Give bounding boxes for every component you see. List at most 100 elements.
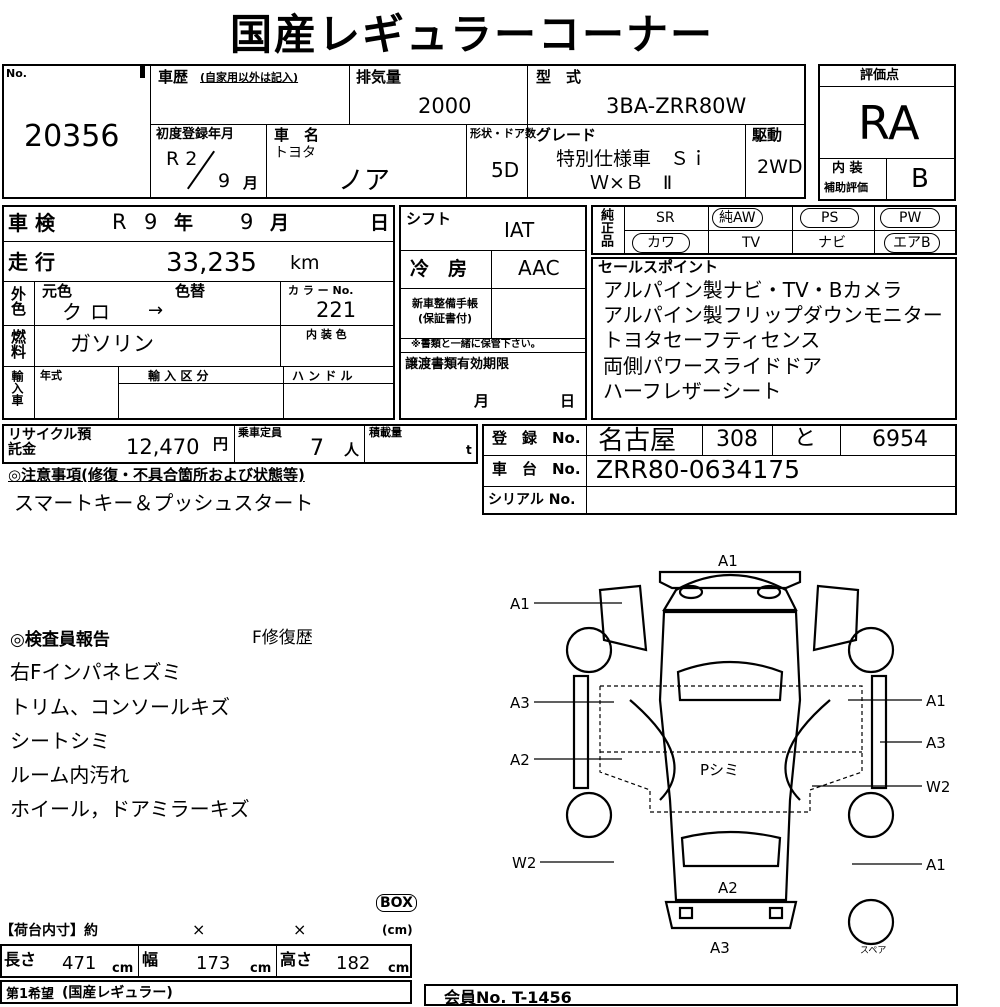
displacement-label: 排気量: [356, 68, 402, 86]
inspector-line-5: ホイール，ドアミラーキズ: [10, 797, 250, 821]
cargo-label: 【荷台内寸】約: [0, 923, 98, 939]
equip-ps-wrap: PS: [800, 208, 860, 228]
fuel-label: 燃料: [9, 329, 27, 359]
warranty-label: 新車整備手帳(保証書付): [412, 297, 478, 325]
notes-text: スマートキー＆プッシュスタート: [14, 491, 314, 515]
mark-right-door-r: W2: [926, 778, 950, 796]
history-sub: (自家用以外は記入): [200, 71, 299, 84]
box-label: BOX: [376, 894, 417, 912]
inspection-year-unit: 年: [174, 212, 194, 234]
inspector-label: ◎検査員報告: [10, 630, 110, 650]
mid-left-grid: [2, 205, 395, 420]
mark-left-fender: A1: [510, 595, 530, 613]
capacity-unit: 人: [344, 441, 360, 459]
recycle-value: 12,470: [126, 435, 200, 459]
inspection-day-unit: 日: [370, 212, 390, 234]
transfer-month-unit: 月: [474, 392, 490, 410]
mark-right-rear: A1: [926, 856, 946, 874]
inspection-month-unit: 月: [270, 212, 290, 234]
transfer-day-unit: 日: [560, 392, 576, 410]
mid-center-grid: [399, 205, 587, 420]
import-label: 輸入車: [10, 370, 24, 406]
sales-point-4: 両側パワースライドドア: [603, 354, 822, 378]
import-year-label: 年式: [40, 369, 62, 382]
registration-office: 名古屋: [598, 426, 677, 456]
sales-point-5: ハーフレザーシート: [603, 379, 782, 403]
registration-label: 登 録 No.: [492, 429, 581, 447]
fuel-value: ガソリン: [70, 332, 154, 356]
first-reg-month-unit: 月: [243, 174, 259, 192]
mark-left-door-f: A3: [510, 694, 530, 712]
equip-sr: SR: [656, 210, 675, 226]
first-reg-era: R 2: [166, 148, 198, 170]
cargo-width-label: 幅: [142, 950, 159, 969]
history-label: 車歴: [158, 68, 189, 86]
equip-tv: TV: [742, 235, 761, 251]
mark-front-top: A1: [718, 552, 738, 570]
inspection-year: 9: [144, 210, 158, 234]
mark-left-door-r: A2: [510, 751, 530, 769]
car-maker: トヨタ: [274, 145, 316, 161]
recycle-label: リサイクル預託金: [8, 427, 92, 458]
wish-value: (国産レギュラー): [62, 985, 173, 1001]
load-label: 積載量: [369, 426, 402, 439]
registration-grid: [482, 424, 957, 515]
transfer-label: 譲渡書類有効期限: [405, 357, 510, 372]
registration-class: 308: [716, 427, 758, 452]
equip-aw-wrap: 純AW: [712, 208, 763, 228]
lot-label: No.: [6, 67, 27, 80]
capacity-value: 7: [310, 436, 324, 461]
recycle-grid: [2, 424, 478, 464]
cargo-x2: ×: [293, 920, 307, 939]
cargo-height-unit: cm: [388, 961, 410, 976]
page-title: 国産レギュラーコーナー: [230, 10, 715, 59]
registration-number: 6954: [872, 427, 928, 452]
chassis-label: 車 台 No.: [492, 460, 581, 478]
colorno-label: カ ラ ー No.: [288, 284, 354, 297]
import-handle-label: ハ ン ド ル: [292, 369, 353, 383]
exterior-change-label: 色替: [175, 282, 206, 300]
equip-ps: PS: [800, 208, 860, 228]
cargo-length: 471: [62, 953, 97, 974]
cargo-width: 173: [196, 953, 231, 974]
mark-left-rear: W2: [512, 854, 536, 872]
displacement-value: 2000: [418, 94, 472, 118]
interior-value: B: [911, 164, 929, 194]
model-value: 3BA-ZRR80W: [606, 94, 747, 118]
chassis-value: ZRR80-0634175: [596, 455, 801, 484]
mark-right-side: A3: [926, 734, 946, 752]
equip-airbag-wrap: エアB: [884, 233, 940, 253]
doors-label: 形状・ドア数: [470, 127, 536, 140]
cargo-height: 182: [336, 953, 371, 974]
equip-leather: カワ: [632, 233, 690, 253]
exterior-orig-value: クロ: [62, 300, 118, 324]
doors-value: 5D: [491, 158, 520, 182]
equipment-label: 純正品: [598, 208, 613, 247]
car-name-label: 車 名: [274, 126, 320, 144]
sales-box: [591, 257, 957, 420]
import-class-label: 輸 入 区 分: [148, 369, 209, 383]
mileage-value: 33,235: [166, 248, 257, 278]
capacity-label: 乗車定員: [238, 426, 282, 439]
equip-aw: 純AW: [712, 208, 763, 228]
car-diagram: A1 A1 A3 A2 W2 A1 A3 W2 A1 A2 A3 Pシミ スペア: [510, 552, 950, 957]
wish-label: 第1希望: [6, 987, 55, 1002]
inspector-line-4: ルーム内汚れ: [10, 763, 130, 787]
notes-label: ◎注意事項(修復・不具合箇所および状態等): [8, 466, 305, 484]
recycle-unit: 円: [213, 435, 229, 453]
box-pill: BOX: [376, 894, 417, 912]
mark-rear-bumper: A3: [710, 939, 730, 957]
lot-number: 20356: [24, 119, 120, 154]
equip-leather-wrap: カワ: [632, 233, 690, 253]
sales-point-3: トヨタセーフティセンス: [603, 328, 821, 352]
car-name-value: ノア: [338, 166, 391, 196]
cargo-unit-label: (cm): [382, 923, 413, 937]
cargo-length-unit: cm: [112, 961, 134, 976]
mark-center: Pシミ: [700, 761, 739, 779]
ac-value: AAC: [518, 256, 560, 280]
equip-navi: ナビ: [818, 235, 846, 251]
shift-label: シフト: [406, 210, 452, 228]
load-unit: t: [466, 443, 472, 457]
equip-pw-wrap: PW: [880, 208, 941, 228]
grade-line1: 特別仕様車 Ｓｉ: [556, 148, 709, 170]
